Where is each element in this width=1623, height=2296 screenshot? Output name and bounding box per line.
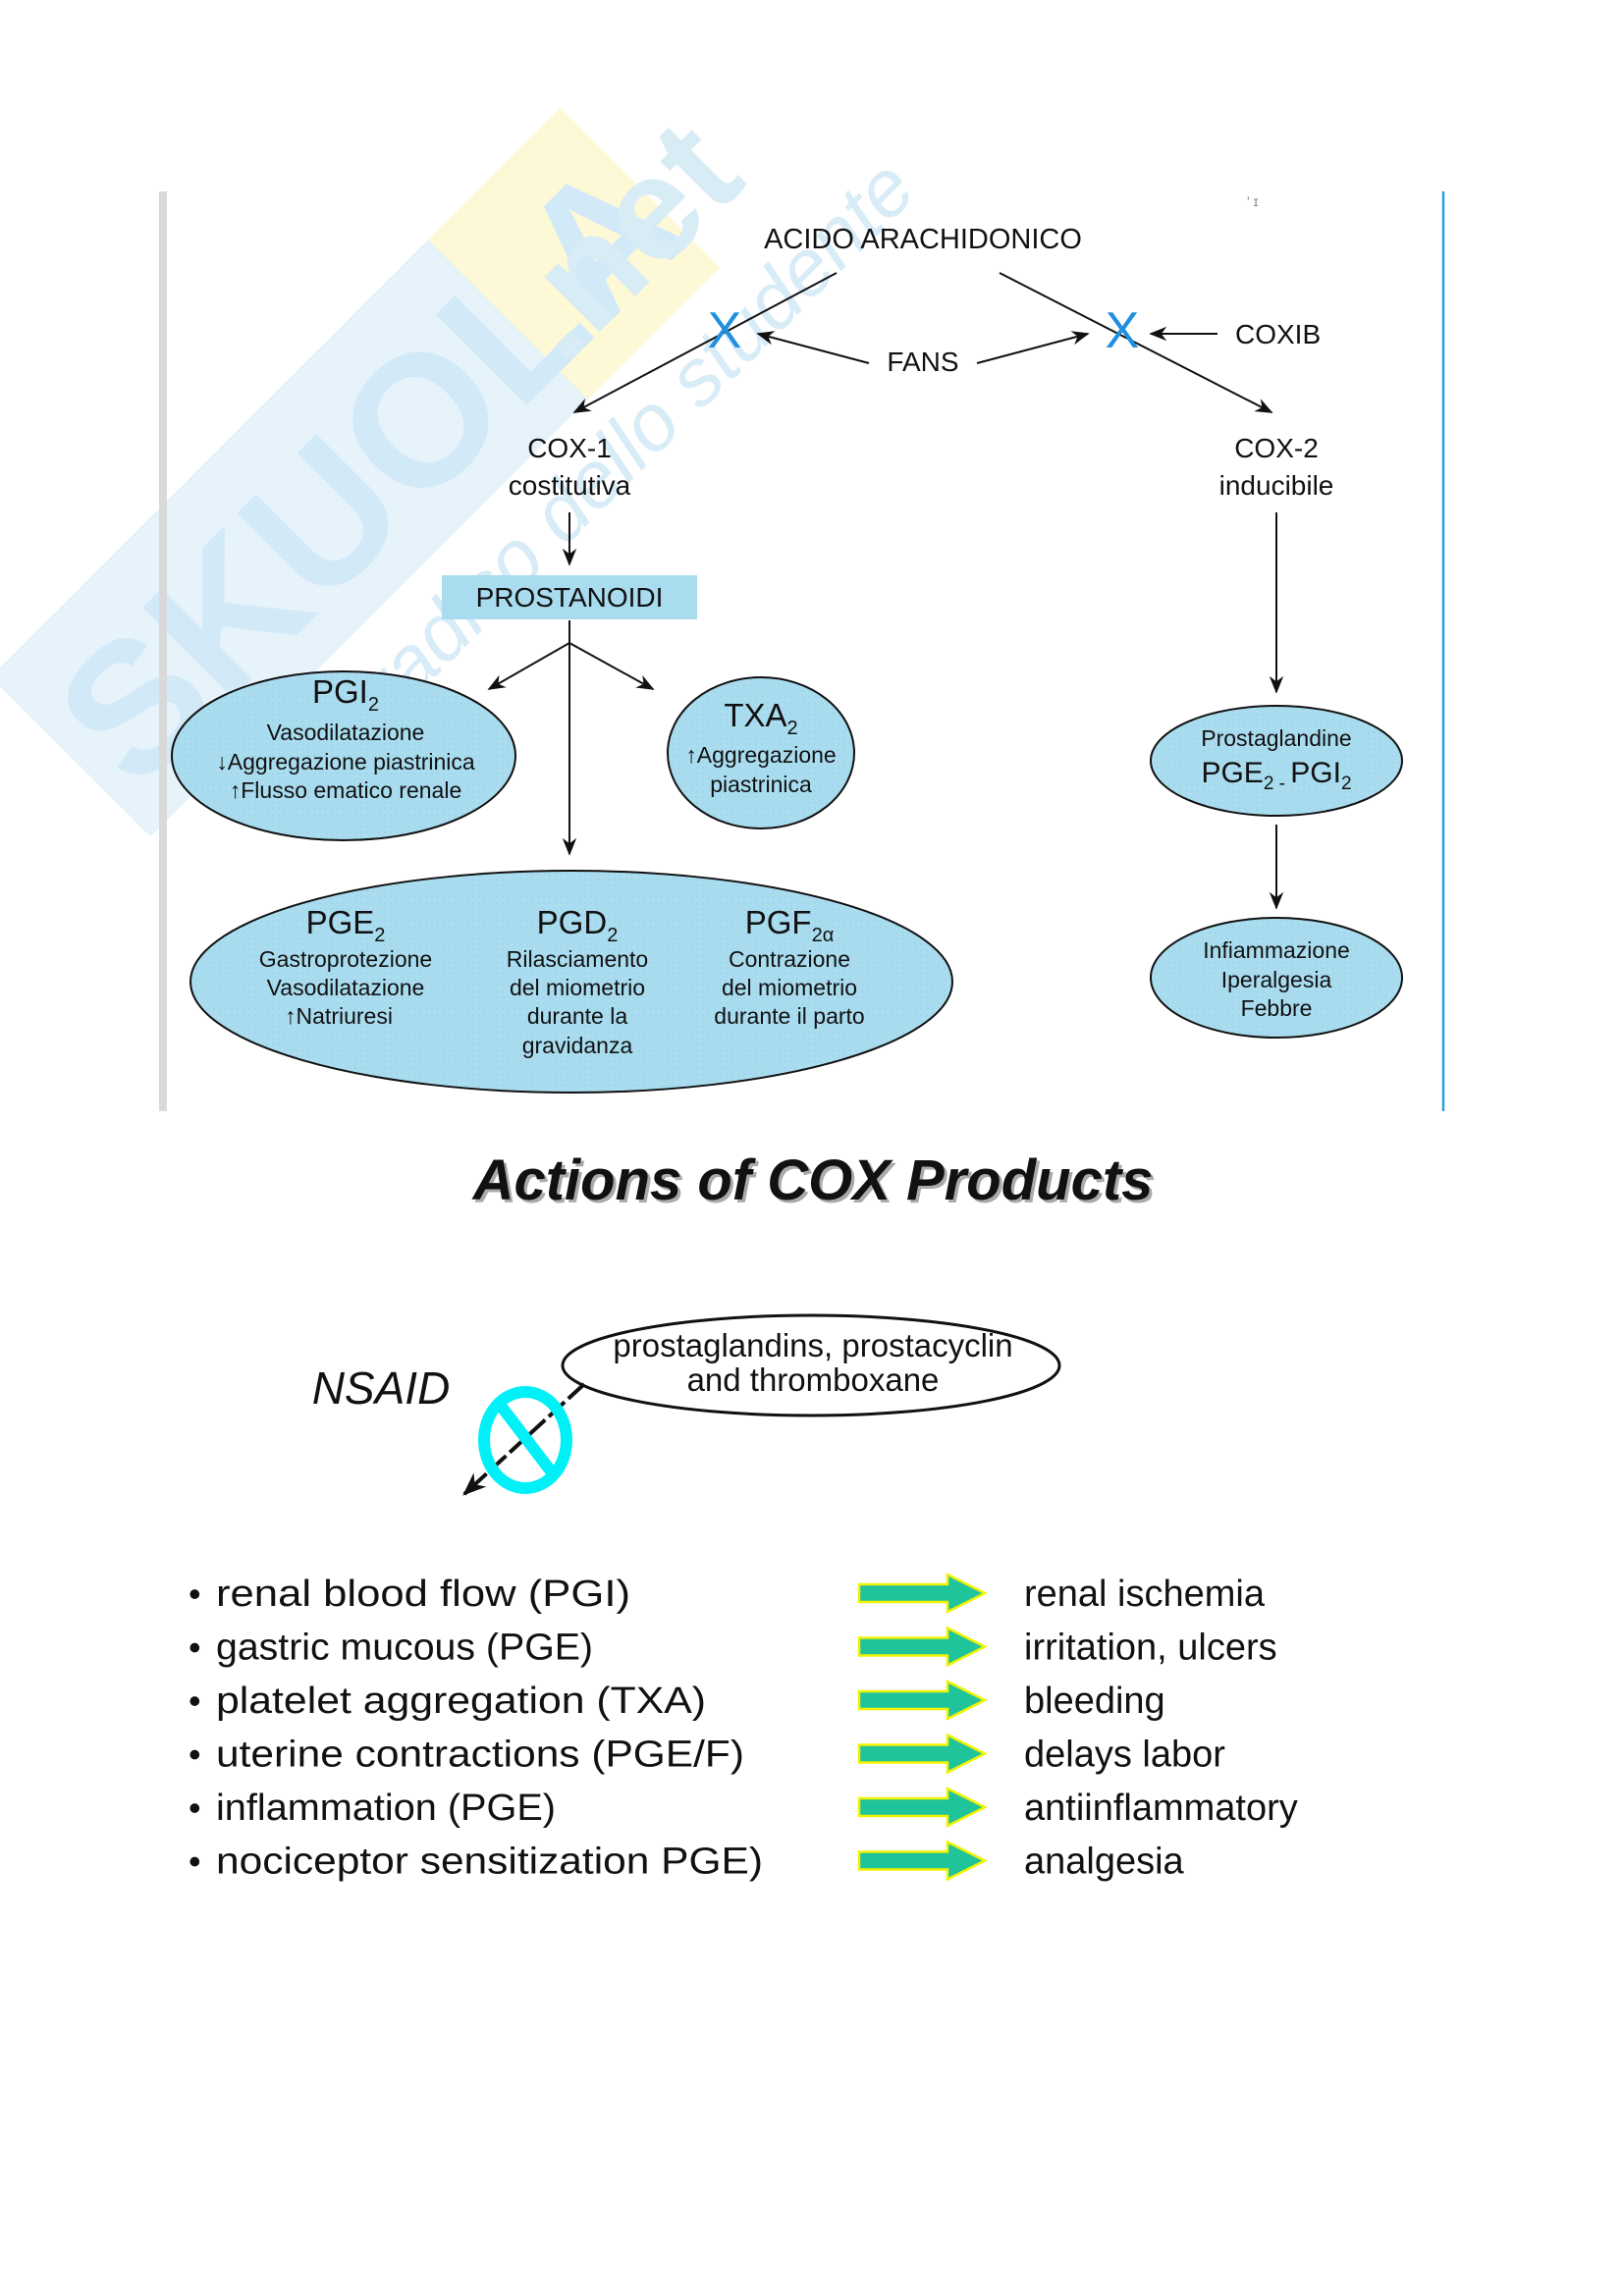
pgf2a-effect-1: Contrazione (729, 946, 850, 972)
cox2-effect-3: Febbre (1241, 995, 1313, 1021)
up-arrow-icon: ↑ (230, 777, 242, 803)
effect-cause: uterine contractions (PGE/F) (216, 1735, 744, 1776)
node-cox1-type: costitutiva (509, 470, 631, 501)
mediators-line-2: and thromboxane (687, 1362, 940, 1398)
slide-title: Actions of COX Products (471, 1148, 1154, 1212)
cox2-products-list: PGE2 - PGI2 (1201, 757, 1351, 794)
node-cox2: COX-2 (1234, 433, 1319, 463)
bullet: • (189, 1628, 201, 1668)
node-pgi2-ellipse (171, 670, 516, 841)
no-sign-icon (478, 1386, 572, 1494)
edge-fans-to-cox1-block (756, 331, 870, 364)
node-cox2-effects-ellipse (1150, 917, 1403, 1039)
mediators-line-1: prostaglandins, prostacyclin (613, 1327, 1012, 1363)
right-arrow-icon (857, 1786, 988, 1829)
edge-prostanoidi-to-txa2 (568, 642, 655, 690)
node-cox1: COX-1 (527, 433, 612, 463)
node-pgd2-name: PGD2 (537, 904, 619, 946)
right-arrow-icon (857, 1626, 988, 1668)
effect-cause: nociceptor sensitization PGE) (216, 1842, 763, 1883)
effect-row: • uterine contractions (PGE/F) delays labo… (189, 1733, 1225, 1776)
cox2-products-title: Prostaglandine (1201, 725, 1351, 751)
right-arrow-icon (857, 1572, 988, 1615)
node-pge2-name: PGE2 (306, 904, 386, 946)
right-arrow-icon (857, 1733, 988, 1775)
txa2-effect-1: ↑Aggregazione (685, 742, 836, 768)
node-pge-group-ellipse (189, 870, 953, 1094)
pgf2a-effect-3: durante il parto (714, 1003, 864, 1029)
pgi2-effect-3: ↑Flusso ematico renale (230, 777, 462, 803)
cox-pathway-diagram: ACIDO ARACHIDONICO X X FANS COXIB COX-1 … (171, 224, 1403, 1094)
pgi2-effect-1: Vasodilatazione (267, 720, 425, 745)
pgd2-effect-3: durante la (527, 1003, 628, 1029)
node-cox2-products-ellipse (1150, 705, 1403, 817)
slide-title-shadow: Actions of COX Products (474, 1151, 1157, 1215)
node-pgf2a-name: PGF2α (745, 904, 835, 946)
pgf2a-effect-2: del miometrio (722, 975, 857, 1000)
label-fans: FANS (887, 347, 958, 377)
right-arrow-icon (857, 1840, 988, 1882)
cox2-effect-2: Iperalgesia (1221, 967, 1332, 992)
right-arrow-icon (857, 1679, 988, 1722)
bullet: • (189, 1842, 201, 1882)
block-x-icon-cox2: X (1106, 302, 1140, 359)
edge-fans-to-cox2-block (976, 331, 1090, 364)
effect-cause: gastric mucous (PGE) (216, 1628, 593, 1669)
watermark-band-yellow (428, 107, 721, 400)
node-txa2-name: TXA2 (724, 697, 797, 739)
effect-row: • inflammation (PGE) antiinflammatory (189, 1786, 1298, 1829)
node-prostanoidi: PROSTANOIDI (476, 582, 664, 613)
edge-aa-to-cox2 (999, 272, 1273, 413)
effect-row: • nociceptor sensitization PGE) analgesia (189, 1840, 1185, 1883)
node-txa2-ellipse (667, 676, 855, 829)
effect-cause: renal blood flow (PGI) (216, 1574, 630, 1615)
txa2-effect-2: piastrinica (710, 772, 812, 797)
effect-outcome: antiinflammatory (1024, 1788, 1298, 1829)
node-arachidonic-acid: ACIDO ARACHIDONICO (764, 224, 1082, 255)
effect-row: • renal blood flow (PGI) renal ischemia (189, 1572, 1266, 1615)
up-arrow-icon: ↑ (285, 1003, 297, 1029)
block-x-icon-cox1: X (708, 302, 742, 359)
effect-outcome: delays labor (1024, 1735, 1225, 1776)
node-prostanoidi-box (442, 575, 697, 619)
edge-prostanoidi-to-pgi2 (487, 642, 570, 690)
nsaid-label: NSAID (312, 1362, 451, 1414)
effect-outcome: analgesia (1024, 1842, 1185, 1883)
effect-outcome: bleeding (1024, 1681, 1165, 1722)
bullet: • (189, 1574, 201, 1614)
cox-actions-slide: Actions of COX Products Actions of COX P… (189, 1148, 1298, 1883)
mediators-bubble (561, 1313, 1061, 1417)
effect-outcome: irritation, ulcers (1024, 1628, 1277, 1669)
node-pgi2-name: PGI2 (312, 673, 379, 716)
bullet: • (189, 1735, 201, 1775)
effect-cause: platelet aggregation (TXA) (216, 1681, 706, 1722)
pge2-effect-3: ↑Natriuresi (285, 1003, 393, 1029)
scan-left-edge (159, 191, 167, 1111)
scan-artifact: ' ɪ (1247, 193, 1259, 209)
effects-list: • renal blood flow (PGI) renal ischemia • ga… (189, 1572, 1298, 1883)
pge2-effect-2: Vasodilatazione (267, 975, 425, 1000)
label-coxib: COXIB (1235, 319, 1321, 349)
pgd2-effect-2: del miometrio (510, 975, 645, 1000)
effect-cause: inflammation (PGE) (216, 1788, 556, 1829)
down-arrow-icon: ↓ (216, 749, 228, 774)
effect-row: • gastric mucous (PGE) irritation, ulcers (189, 1626, 1277, 1669)
cox2-effect-1: Infiammazione (1203, 937, 1350, 963)
edge-aa-to-cox1 (572, 272, 838, 413)
pgd2-effect-1: Rilasciamento (507, 946, 648, 972)
pgd2-effect-4: gravidanza (522, 1033, 633, 1058)
bullet: • (189, 1681, 201, 1721)
pgi2-effect-2: ↓Aggregazione piastrinica (216, 749, 475, 774)
effect-outcome: renal ischemia (1024, 1574, 1266, 1615)
node-cox2-type: inducibile (1219, 470, 1334, 501)
up-arrow-icon: ↑ (685, 742, 697, 768)
effect-row: • platelet aggregation (TXA) bleeding (189, 1679, 1165, 1722)
pge2-effect-1: Gastroprotezione (259, 946, 432, 972)
bullet: • (189, 1788, 201, 1828)
